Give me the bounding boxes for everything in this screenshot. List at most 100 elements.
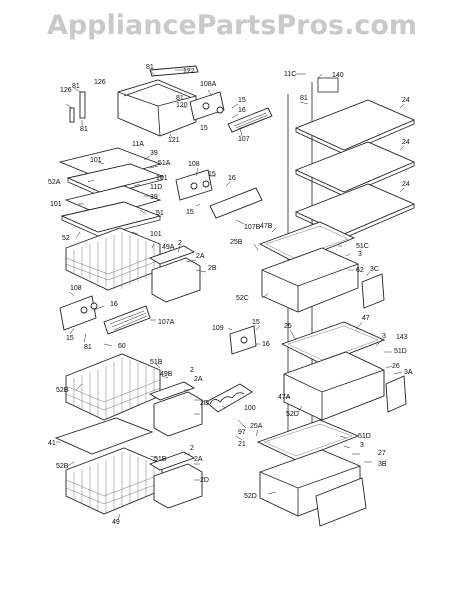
callout-label: 97 — [238, 429, 246, 436]
callout-label: 108 — [70, 285, 82, 292]
callout-label: 51D — [394, 348, 407, 355]
callout-label: 100 — [244, 405, 256, 412]
vent-cover-107 — [227, 107, 273, 133]
drawer-handle-3c — [361, 273, 385, 309]
callout-label: 2B — [208, 265, 217, 272]
callout-label: 2A — [194, 376, 203, 383]
crisper-drawer-3a — [283, 351, 385, 421]
callout-label: 107B — [244, 224, 261, 231]
callout-label: 47A — [278, 394, 291, 401]
callout-label: 81 — [72, 83, 80, 90]
callout-label: 41 — [48, 440, 56, 447]
bin-2a-lower — [148, 451, 203, 509]
crisper-cover-25a — [256, 419, 360, 461]
callout-label: 108 — [188, 161, 200, 168]
callout-label: 52B — [56, 463, 69, 470]
wire-basket-49 — [65, 447, 163, 515]
callout-label: 52D — [286, 411, 299, 418]
callout-label: 101 — [50, 201, 62, 208]
callout-label: 49A — [162, 244, 175, 251]
callout-label: 120 — [176, 102, 188, 109]
wire-basket-52b — [65, 353, 161, 421]
callout-label: 140 — [332, 72, 344, 79]
callout-label: 101 — [156, 175, 168, 182]
callout-label: 47B — [260, 223, 273, 230]
callout-label: 3 — [382, 333, 386, 340]
top-basket-11a — [117, 79, 197, 137]
callout-label: 16 — [262, 341, 270, 348]
hinge-clip-126 — [69, 91, 86, 123]
top-rail-122 — [149, 65, 199, 77]
callout-label: 101 — [150, 231, 162, 238]
callout-label: 2A — [194, 456, 203, 463]
bin-2a-upper — [148, 245, 201, 303]
callout-label: 3 — [358, 251, 362, 258]
bin-2a-middle — [148, 381, 203, 437]
bracket-108a — [189, 91, 225, 121]
callout-label: 27 — [378, 450, 386, 457]
callout-label: 24 — [402, 97, 410, 104]
crisper-drawer-3c — [261, 247, 359, 313]
callout-label: 121 — [168, 137, 180, 144]
callout-label: 109 — [212, 325, 224, 332]
callout-label: 52A — [48, 179, 61, 186]
callout-label: 126 — [94, 79, 106, 86]
shelf-24-middle — [294, 141, 416, 197]
callout-label: 107 — [238, 136, 250, 143]
callout-label: 11A — [132, 141, 144, 148]
callout-label: 15 — [252, 319, 260, 326]
callout-label: 3B — [378, 461, 387, 468]
bracket-109 — [229, 325, 257, 355]
crisper-cover-47b — [258, 221, 356, 263]
callout-label: 49 — [112, 519, 120, 526]
callout-label: 51 — [156, 210, 164, 217]
callout-label: 25A — [250, 423, 263, 430]
drawer-handle-3b — [315, 477, 367, 527]
callout-label: 2 — [190, 367, 194, 374]
callout-label: 81 — [146, 64, 154, 71]
callout-label: 51A — [158, 160, 171, 167]
callout-label: 3A — [404, 369, 413, 376]
watermark: AppliancePartsPros.com — [46, 10, 418, 41]
callout-label: 25 — [284, 323, 292, 330]
callout-label: 107A — [158, 319, 175, 326]
callout-label: 51B — [150, 359, 163, 366]
callout-label: 52C — [236, 295, 249, 302]
glass-shelf-41 — [54, 417, 154, 455]
coil-97 — [205, 383, 253, 413]
callout-label: 11D — [150, 184, 162, 191]
callout-label: 52D — [244, 493, 257, 500]
callout-label: 15 — [208, 171, 216, 178]
callout-label: 47 — [362, 315, 370, 322]
callout-label: 3C — [370, 266, 379, 273]
cover-107b — [209, 187, 263, 219]
drawer-handle-3a — [385, 375, 407, 413]
callout-label: 24 — [402, 181, 410, 188]
callout-label: 15 — [238, 97, 246, 104]
callout-label: 25B — [230, 239, 243, 246]
callout-label: 52 — [62, 235, 70, 242]
callout-label: 2D — [200, 400, 209, 407]
callout-label: 126 — [60, 87, 72, 94]
callout-label: 60 — [118, 343, 126, 350]
callout-label: 16 — [238, 107, 246, 114]
bracket-108-lower — [59, 295, 98, 331]
callout-label: 81 — [300, 95, 308, 102]
callout-label: 11C — [284, 71, 296, 78]
leader-lines — [56, 69, 405, 521]
callout-label: 16 — [110, 301, 118, 308]
callout-label: 143 — [396, 334, 408, 341]
callout-label: 81 — [80, 126, 88, 133]
callout-label: 2A — [196, 253, 205, 260]
callout-labels: 122 81 126 81 126 81 81 120 121 11A 108A… — [48, 64, 413, 526]
callout-label: 49B — [160, 371, 173, 378]
callout-label: 39 — [150, 150, 158, 157]
callout-label: 24 — [402, 139, 410, 146]
callout-label: 81 — [84, 344, 92, 351]
callout-label: 15 — [200, 125, 208, 132]
callout-label: 15 — [186, 209, 194, 216]
callout-label: 3 — [360, 442, 364, 449]
callout-label: 2 — [190, 445, 194, 452]
callout-label: 26 — [392, 363, 400, 370]
